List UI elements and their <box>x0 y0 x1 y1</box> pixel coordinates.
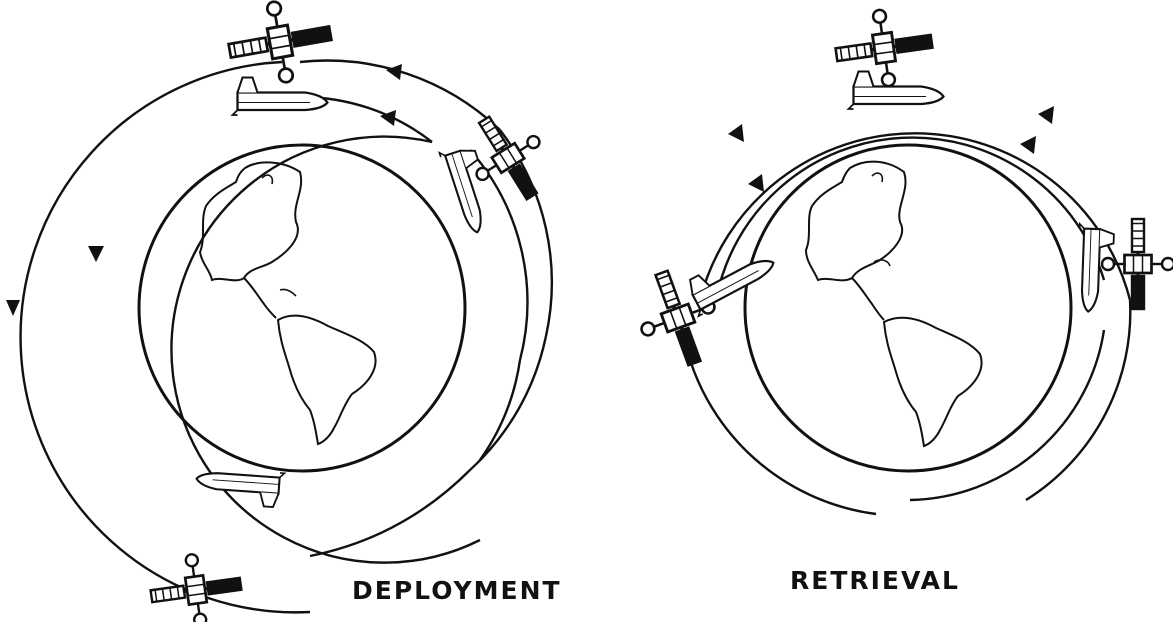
orbit-direction-arrow-icon <box>728 106 1054 192</box>
earth-globe-icon <box>137 143 467 473</box>
orbit-direction-arrow-icon <box>6 64 402 316</box>
deployment-panel <box>6 0 564 622</box>
retrieval-orbits <box>688 132 1132 516</box>
retrieval-panel <box>623 1 1173 516</box>
deployment-label: DEPLOYMENT <box>352 576 562 605</box>
earth-globe-icon <box>743 143 1073 473</box>
retrieval-label: RETRIEVAL <box>790 566 960 595</box>
